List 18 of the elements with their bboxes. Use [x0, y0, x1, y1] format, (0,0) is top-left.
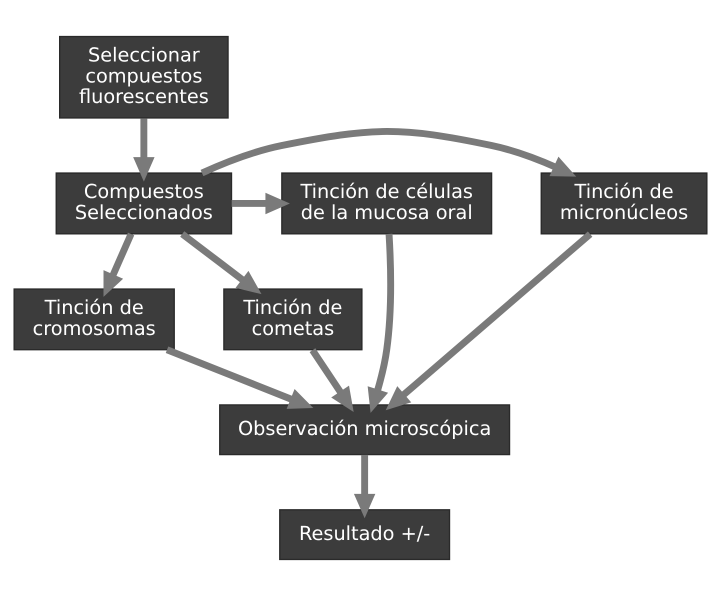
node-box: Tinción de micronúcleos [540, 172, 708, 235]
arrow [180, 231, 262, 294]
arrow [232, 192, 290, 214]
node-box: Tinción de células de la mucosa oral [281, 172, 492, 235]
arrow [310, 348, 354, 412]
arrow [386, 231, 592, 410]
arrow [133, 118, 155, 182]
node-box: Tinción de cromosomas [13, 288, 175, 350]
arrow [200, 128, 576, 177]
node-box: Compuestos Seleccionados [56, 172, 232, 235]
arrow [103, 232, 134, 297]
arrow [354, 454, 376, 518]
node-box: Observación microscópica [219, 404, 510, 456]
node-box: Tinción de cometas [223, 288, 363, 350]
node-box: Seleccionar compuestos fluorescentes [59, 36, 229, 119]
arrow [166, 346, 314, 409]
node-box: Resultado +/- [279, 509, 450, 560]
arrow [368, 234, 394, 413]
